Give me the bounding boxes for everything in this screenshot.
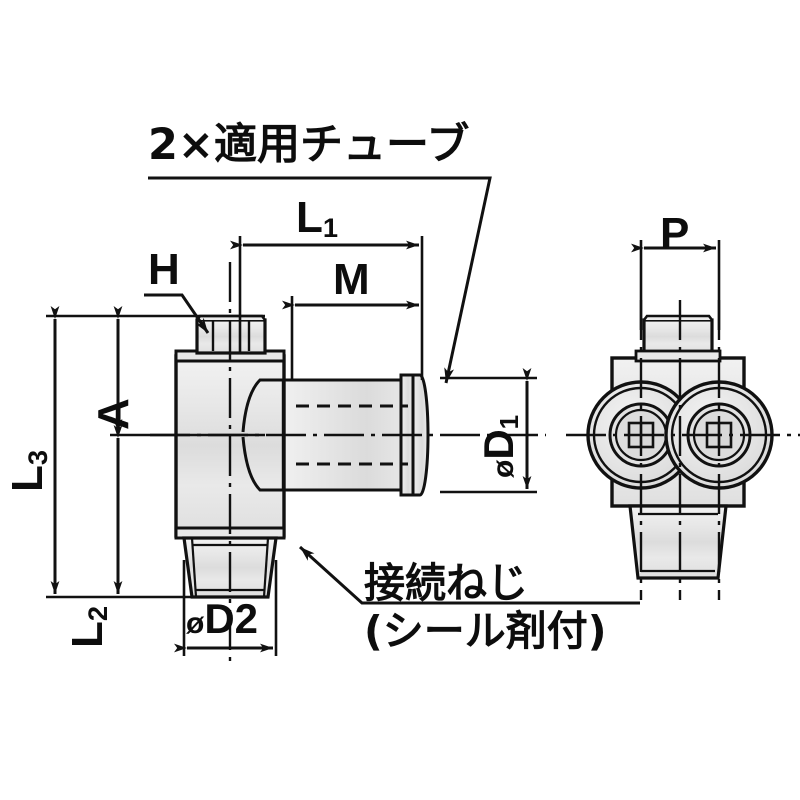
dim-l1 (230, 236, 424, 380)
dim-label-a: A (89, 398, 138, 430)
leader-h (144, 293, 210, 334)
side-view (150, 262, 546, 668)
front-male-thread (628, 504, 728, 580)
leader-lines (144, 176, 640, 605)
leader-tube-note (148, 176, 492, 384)
dim-label-p: P (660, 209, 690, 258)
dim-label-h: H (148, 245, 180, 294)
dim-l3 (46, 306, 265, 599)
dim-m (282, 296, 419, 380)
dim-d1 (440, 368, 537, 494)
dim-label-l2: L2 (63, 605, 113, 648)
dimension-lines (46, 236, 721, 656)
dim-label-l3: L3 (3, 449, 53, 492)
dim-a (110, 306, 265, 437)
front-axis-lines (566, 300, 800, 600)
annotation-tube-note: 2×適用チューブ (148, 120, 470, 170)
dim-label-m: M (333, 255, 370, 304)
leader-thread-note (298, 545, 640, 605)
dim-label-d2: øD2 (186, 595, 259, 642)
dim-label-l1: L1 (296, 193, 339, 243)
dim-label-d1: øD1 (475, 414, 524, 478)
annotation-thread-note-line2: (シール剤付) (364, 607, 607, 655)
annotation-thread-note-line1: 接続ねじ (364, 559, 528, 607)
dim-p (631, 240, 721, 330)
front-view (566, 300, 800, 600)
front-hex-nut (634, 314, 722, 363)
dim-d2 (174, 560, 278, 656)
